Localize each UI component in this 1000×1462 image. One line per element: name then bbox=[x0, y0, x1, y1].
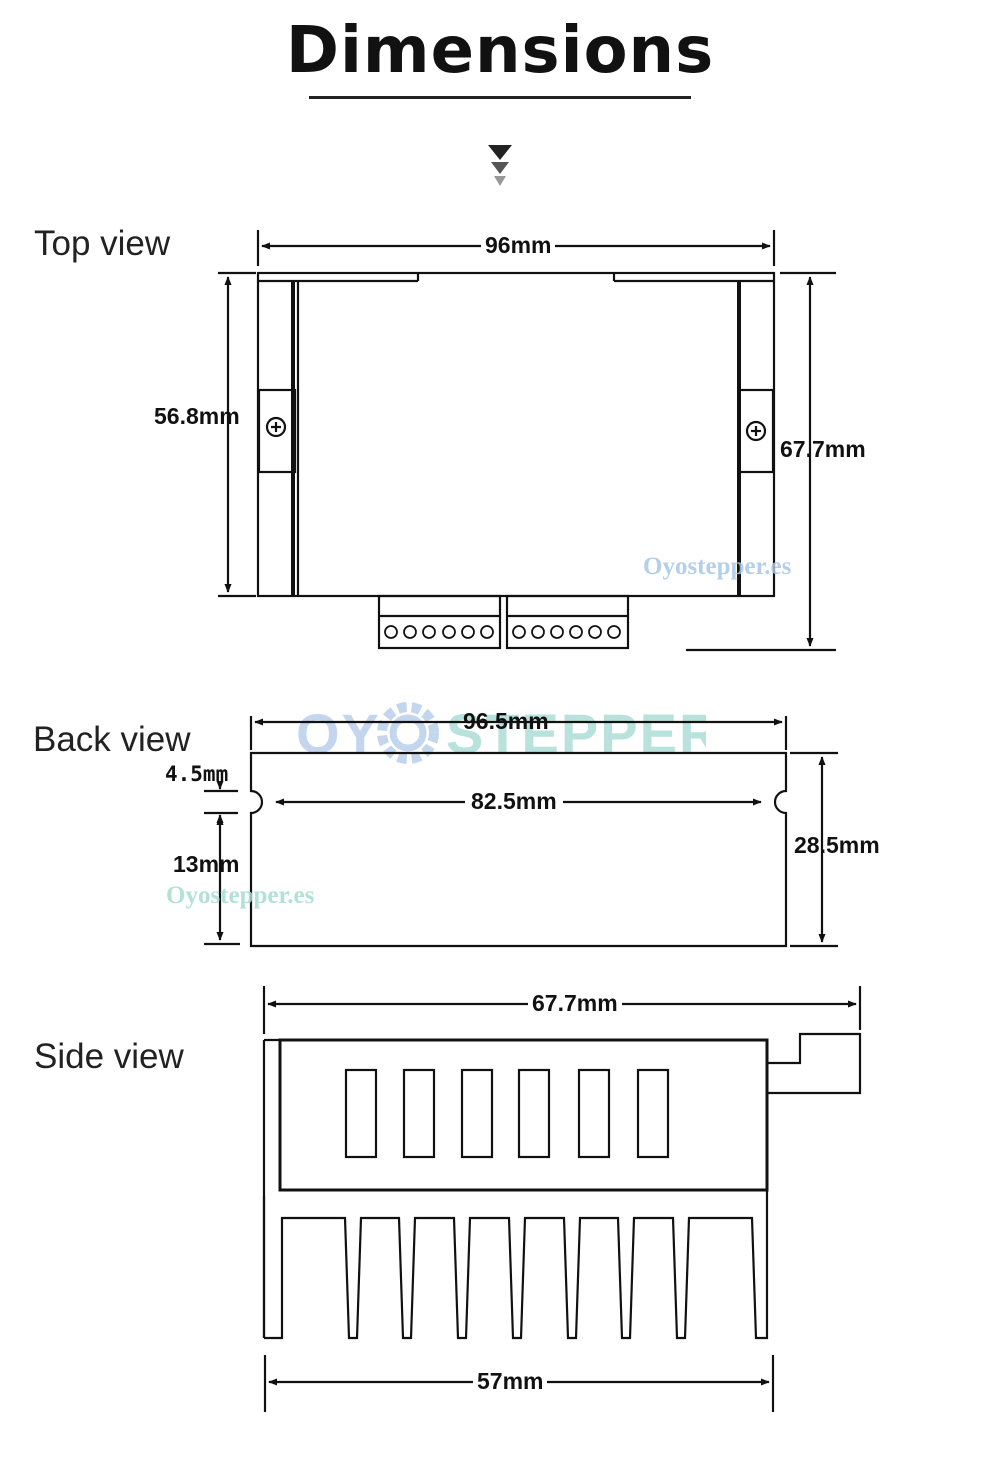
top-view-outline bbox=[256, 271, 776, 598]
dimension-line bbox=[204, 780, 240, 946]
dimension-line bbox=[249, 716, 788, 750]
dimension-line bbox=[686, 271, 836, 652]
top-total-height-label: 67.7mm bbox=[780, 436, 866, 462]
side-view-label: Side view bbox=[34, 1037, 184, 1076]
side-view-outline bbox=[262, 1032, 862, 1340]
logo-text-right: STEPPER bbox=[446, 702, 706, 765]
back-view-label: Back view bbox=[33, 720, 191, 759]
side-width-label: 67.7mm bbox=[528, 992, 622, 1015]
oyostepper-logo-watermark: OY STEPPER bbox=[296, 702, 706, 765]
top-width-label: 96mm bbox=[481, 234, 556, 257]
domain-watermark: Oyostepper.es bbox=[643, 553, 792, 580]
dimension-line bbox=[790, 751, 838, 948]
screw-icon bbox=[745, 420, 767, 442]
back-width-label: 96.5mm bbox=[463, 708, 549, 734]
title-underline bbox=[309, 96, 691, 99]
side-base-width-label: 57mm bbox=[473, 1370, 548, 1393]
dimension-line bbox=[218, 271, 256, 598]
back-lower-height-label: 13mm bbox=[173, 851, 240, 877]
top-view-label: Top view bbox=[34, 224, 171, 263]
domain-watermark: Oyostepper.es bbox=[166, 882, 315, 909]
terminal-block bbox=[377, 594, 630, 650]
back-view-outline bbox=[249, 751, 788, 948]
vent-slot bbox=[344, 1068, 670, 1159]
back-slot-offset-label: 4.5mm bbox=[165, 762, 229, 786]
screw-icon bbox=[265, 416, 287, 438]
top-inner-height-label: 56.8mm bbox=[154, 403, 240, 429]
logo-text-left: OY bbox=[296, 702, 381, 765]
page-title: Dimensions bbox=[285, 14, 715, 88]
back-height-label: 28.5mm bbox=[794, 832, 880, 858]
gear-icon bbox=[377, 702, 439, 764]
back-slot-spacing-label: 82.5mm bbox=[465, 790, 563, 813]
chevron-down-icon bbox=[488, 145, 512, 186]
